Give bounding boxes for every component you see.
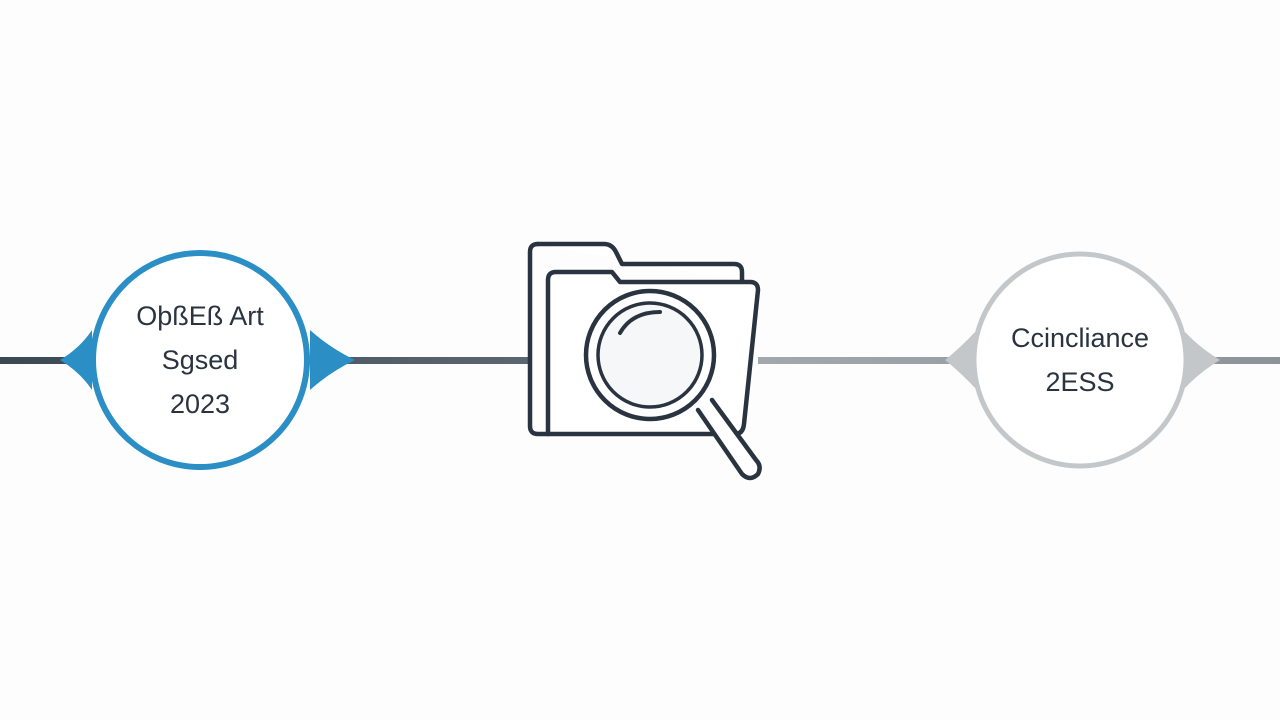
end-node-pin-left: [945, 332, 975, 388]
end-node-year: 2ESS: [1045, 367, 1115, 397]
magnifier-handle-icon: [695, 397, 762, 481]
folder-back-icon: [535, 241, 745, 285]
end-node: [945, 251, 1220, 469]
start-node-circle: [90, 250, 310, 470]
start-node-pin-left: [60, 330, 92, 390]
start-node: [60, 250, 355, 470]
end-node-circle: [971, 251, 1189, 469]
start-node-label: OþßEß Art Sgsed 2023: [95, 258, 305, 462]
end-node-pin-right: [1185, 332, 1220, 388]
start-node-year: 2023: [169, 389, 231, 419]
end-node-title: Ccincliance: [1010, 323, 1150, 353]
start-node-subtitle: Sgsed: [161, 345, 239, 375]
start-node-pin-right: [310, 330, 355, 390]
start-node-title: OþßEß Art: [136, 301, 264, 331]
end-node-label: Ccincliance 2ESS: [975, 258, 1185, 462]
folder-search-icon: [527, 241, 762, 481]
